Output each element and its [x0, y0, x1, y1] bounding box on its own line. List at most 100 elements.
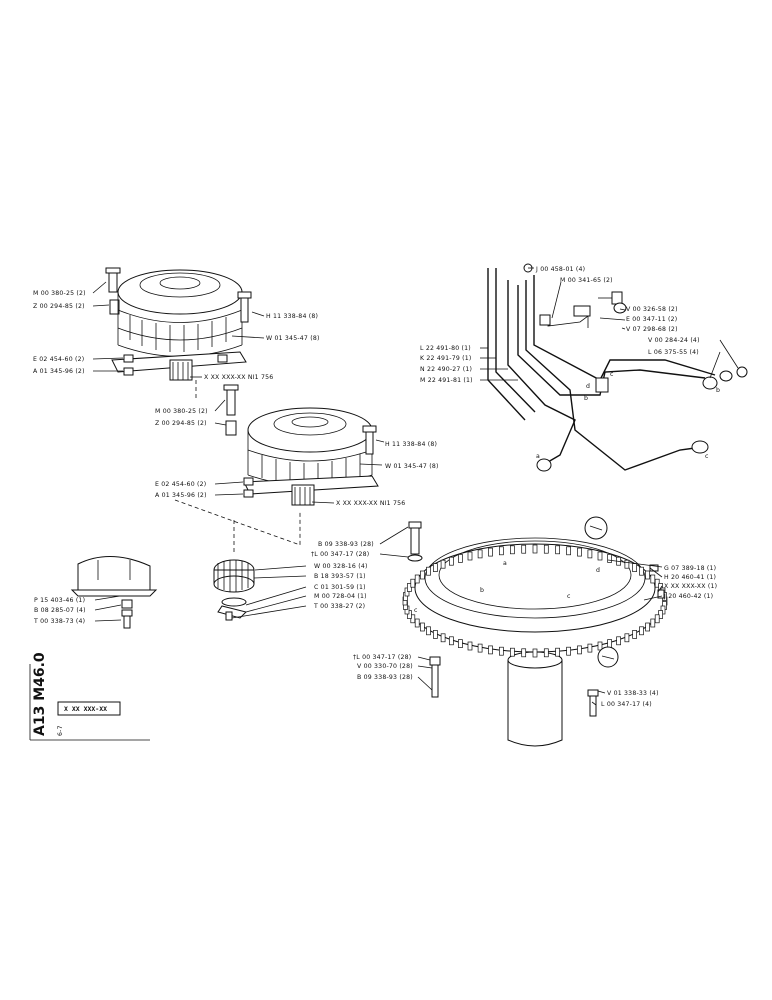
- gear-tooth: [532, 648, 538, 658]
- label-rg-v01-338-33: V 01 338-33 (4): [607, 690, 659, 697]
- gear-tooth: [607, 639, 612, 648]
- gear-tooth: [645, 570, 650, 580]
- pipe-letter-c2: c: [610, 371, 614, 378]
- label-a1-z00-294-85: Z 00 294-85 (2): [33, 303, 85, 310]
- ring-letter-b: b: [480, 587, 484, 594]
- label-rg-l00-347-17-28: †L 00 347-17 (28): [353, 654, 411, 661]
- label-a2-e02-454-60: E 02 454-60 (2): [155, 481, 206, 488]
- pipe-letter-b: b: [716, 387, 720, 394]
- label-a2-w01-345-47: W 01 345-47 (8): [385, 463, 439, 470]
- gear-tooth: [414, 574, 420, 584]
- ring-letter-c2: c: [414, 607, 418, 614]
- label-gs-w00-328-16: W 00 328-16 (4): [314, 563, 368, 570]
- gear-tooth: [440, 559, 446, 569]
- label-gs-b18-393-57: B 18 393-57 (1): [314, 573, 366, 580]
- label-rg-l00-347-17-4: L 00 347-17 (4): [601, 701, 652, 708]
- gear-tooth: [654, 614, 660, 624]
- pipe-letter-a: a: [536, 453, 540, 460]
- gear-tooth: [532, 544, 538, 554]
- label-rg-g07-389-18: G 07 389-18 (1): [664, 565, 716, 572]
- label-a1-a01-345-96: A 01 345-96 (2): [33, 368, 85, 375]
- label-rg-h20-460-41: H 20 460-41 (1): [664, 574, 716, 581]
- gear-tooth: [499, 646, 504, 656]
- gear-tooth: [543, 648, 549, 658]
- ring-gear-leaders: [417, 559, 663, 706]
- gear-tooth: [410, 578, 416, 588]
- gear-tooth: [577, 547, 582, 557]
- label-gs-l00-347-17: †L 00 347-17 (28): [311, 551, 369, 558]
- gear-tooth: [499, 546, 504, 556]
- label-gs-t00-338-27: T 00 338-27 (2): [313, 603, 365, 610]
- gear-tooth: [555, 545, 560, 555]
- gear-tooth: [458, 554, 463, 563]
- gear-tooth: [467, 641, 473, 651]
- label-a1-m00-380-25: M 00 380-25 (2): [33, 290, 86, 297]
- bracket-leaders: [94, 595, 122, 622]
- label-a1-h11-338-84: H 11 338-84 (8): [266, 313, 318, 320]
- label-pp-k22-491-79: K 22 491-79 (1): [420, 355, 472, 362]
- label-rg-b09-338-93: B 09 338-93 (28): [357, 674, 413, 681]
- assembly-2-leaders: [214, 399, 385, 504]
- gear-tooth: [449, 556, 454, 566]
- pipe-letter-d: d: [586, 383, 590, 390]
- gear-tooth: [433, 563, 438, 572]
- gear-tooth: [420, 622, 425, 632]
- gear-tooth: [624, 633, 630, 643]
- gear-tooth: [510, 647, 515, 657]
- gear-tooth: [426, 626, 431, 636]
- label-gs-c01-301-59: C 01 301-59 (1): [314, 584, 366, 591]
- gear-tooth: [477, 549, 483, 559]
- bracket-drawing: [70, 555, 158, 629]
- gear-tooth: [414, 618, 420, 628]
- gear-tooth: [566, 546, 571, 556]
- label-a2-m00-380-25: M 00 380-25 (2): [155, 408, 208, 415]
- gear-tooth: [645, 622, 650, 632]
- label-pp-l22-491-80: L 22 491-80 (1): [420, 345, 471, 352]
- gear-tooth: [624, 559, 630, 569]
- label-a1-w01-345-47: W 01 345-47 (8): [266, 335, 320, 342]
- gear-tooth: [521, 544, 527, 554]
- label-br-b08-285-07: B 08 285-07 (4): [34, 607, 86, 614]
- gear-tooth: [510, 545, 515, 555]
- label-pp-n22-490-27: N 22 490-27 (1): [420, 366, 472, 373]
- assembly-2-labels: M 00 380-25 (2) Z 00 294-85 (2) H 11 338…: [155, 408, 439, 507]
- label-br-t00-338-73: T 00 338-73 (4): [33, 618, 85, 625]
- gear-tooth: [488, 547, 493, 557]
- bracket-labels: P 15 403-46 (1) B 08 285-07 (4) T 00 338…: [33, 597, 86, 625]
- ring-gear-labels: G 07 389-18 (1) H 20 460-41 (1) X XX XXX…: [353, 560, 717, 708]
- pipes-leaders: [480, 267, 739, 381]
- label-a2-xxx-ni1-756: X XX XXX-XX NI1 756: [336, 500, 405, 507]
- gear-tooth: [488, 645, 493, 655]
- pipe-letter-b2: b: [584, 395, 588, 402]
- pipe-letter-c: c: [705, 453, 709, 460]
- ring-gear-teeth: [402, 544, 668, 658]
- pipes-labels: J 00 458-01 (4) M 00 341-65 (2) V 00 326…: [420, 266, 720, 460]
- gear-tooth: [632, 563, 637, 572]
- gear-tooth: [660, 605, 666, 615]
- label-br-p15-403-46: P 15 403-46 (1): [34, 597, 85, 604]
- stamp-text: X XX XXX-XX: [64, 705, 107, 713]
- gear-tooth: [650, 574, 656, 584]
- assembly-1-labels: M 00 380-25 (2) Z 00 294-85 (2) H 11 338…: [33, 290, 320, 381]
- ring-letter-a: a: [503, 560, 507, 567]
- gear-tooth: [477, 643, 483, 653]
- label-pp-m00-341-65: M 00 341-65 (2): [560, 277, 613, 284]
- gear-tooth: [639, 566, 644, 576]
- gear-tooth: [577, 645, 582, 655]
- label-a1-xxx-ni1-756: X XX XXX-XX NI1 756: [204, 374, 273, 381]
- sheet-id: A13 M46.0 6-7 X XX XXX-XX: [29, 652, 150, 741]
- ring-letter-c: c: [567, 593, 571, 600]
- label-pp-v00-284-24: V 00 284-24 (4): [648, 337, 700, 344]
- label-pp-v07-298-68: V 07 298-68 (2): [626, 326, 678, 333]
- label-a2-z00-294-85: Z 00 294-85 (2): [155, 420, 207, 427]
- label-pp-m22-491-81: M 22 491-81 (1): [420, 377, 473, 384]
- gear-tooth: [555, 647, 560, 657]
- gear-tooth: [616, 636, 621, 646]
- gear-tooth: [650, 618, 656, 628]
- stamp-box: [57, 701, 121, 716]
- gear-set-drawing: [213, 521, 423, 621]
- gear-tooth: [597, 551, 603, 561]
- gear-tooth: [521, 648, 527, 658]
- assembly-1-leaders: [92, 281, 265, 378]
